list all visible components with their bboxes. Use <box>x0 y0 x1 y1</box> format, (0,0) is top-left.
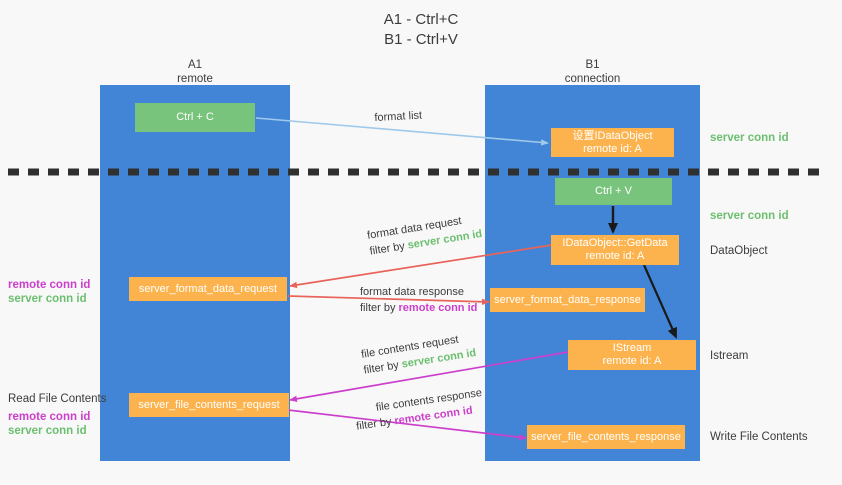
lane-header-a1: A1 remote <box>100 58 290 86</box>
box-istream-line2: remote id: A <box>602 355 662 367</box>
box-server-format-data-response[interactable]: server_format_data_response <box>490 288 645 312</box>
label-istream: Istream <box>710 350 749 362</box>
annotation-file-contents-response-filter-prefix: filter by <box>355 415 396 433</box>
box-ctrl-v-label: Ctrl + V <box>595 185 632 197</box>
box-idataobject-getdata-line2: remote id: A <box>585 250 645 262</box>
lane-header-b1-role: connection <box>564 73 621 85</box>
annotation-format-data-response-line1: format data response <box>360 286 464 298</box>
label-remote-conn-id-1: remote conn id <box>8 279 91 291</box>
box-idataobject-getdata-line1: IDataObject::GetData <box>562 237 668 249</box>
box-idataobject-getdata[interactable]: IDataObject::GetData remote id: A <box>551 235 679 265</box>
box-ctrl-c-label: Ctrl + C <box>176 111 214 123</box>
label-server-conn-id-second: server conn id <box>710 210 789 222</box>
annotation-format-data-response: format data response filter by remote co… <box>360 284 477 316</box>
box-set-idataobject[interactable]: 设置IDataObject remote id: A <box>551 128 674 157</box>
lane-header-b1-name: B1 <box>585 59 600 71</box>
annotation-file-contents-request: file contents request filter by server c… <box>360 329 477 378</box>
box-set-idataobject-line1: 设置IDataObject <box>572 129 653 142</box>
label-read-file-contents: Read File Contents <box>8 393 107 405</box>
annotation-format-data-request-filter-prefix: filter by <box>368 239 409 258</box>
box-server-file-contents-request[interactable]: server_file_contents_request <box>129 393 289 417</box>
label-server-conn-id-1: server conn id <box>8 293 87 305</box>
annotation-format-data-response-filter-prefix: filter by <box>360 302 399 314</box>
annotation-file-contents-response: file contents response filter by remote … <box>353 385 485 435</box>
box-ctrl-v[interactable]: Ctrl + V <box>555 178 672 205</box>
lane-header-a1-role: remote <box>177 73 213 85</box>
diagram-title: A1 - Ctrl+C B1 - Ctrl+V <box>0 10 842 50</box>
annotation-format-data-request: format data request filter by server con… <box>366 210 483 259</box>
label-server-conn-id-top: server conn id <box>710 132 789 144</box>
box-ctrl-c[interactable]: Ctrl + C <box>135 103 255 132</box>
annotation-format-data-response-line2: filter by remote conn id <box>360 300 477 316</box>
annotation-file-contents-request-filter-prefix: filter by <box>362 358 403 377</box>
label-dataobject: DataObject <box>710 245 768 257</box>
label-write-file-contents: Write File Contents <box>710 431 808 443</box>
lane-header-a1-name: A1 <box>187 59 203 71</box>
box-set-idataobject-line2: remote id: A <box>583 142 642 155</box>
title-line-1: A1 - Ctrl+C <box>383 11 459 28</box>
box-server-file-contents-request-label: server_file_contents_request <box>138 398 280 411</box>
box-server-format-data-request[interactable]: server_format_data_request <box>129 277 287 301</box>
label-remote-conn-id-2: remote conn id <box>8 411 91 423</box>
box-istream-line1: IStream <box>612 342 652 354</box>
box-istream[interactable]: IStream remote id: A <box>568 340 696 370</box>
title-line-2: B1 - Ctrl+V <box>384 31 458 48</box>
box-server-format-data-response-label: server_format_data_response <box>494 293 641 306</box>
annotation-format-list: format list <box>374 109 423 124</box>
box-server-file-contents-response[interactable]: server_file_contents_response <box>527 425 685 449</box>
label-server-conn-id-2: server conn id <box>8 425 87 437</box>
box-server-format-data-request-label: server_format_data_request <box>138 282 278 295</box>
box-server-file-contents-response-label: server_file_contents_response <box>531 430 681 443</box>
annotation-format-data-response-filter-value: remote conn id <box>398 302 478 314</box>
lane-header-b1: B1 connection <box>485 58 700 86</box>
